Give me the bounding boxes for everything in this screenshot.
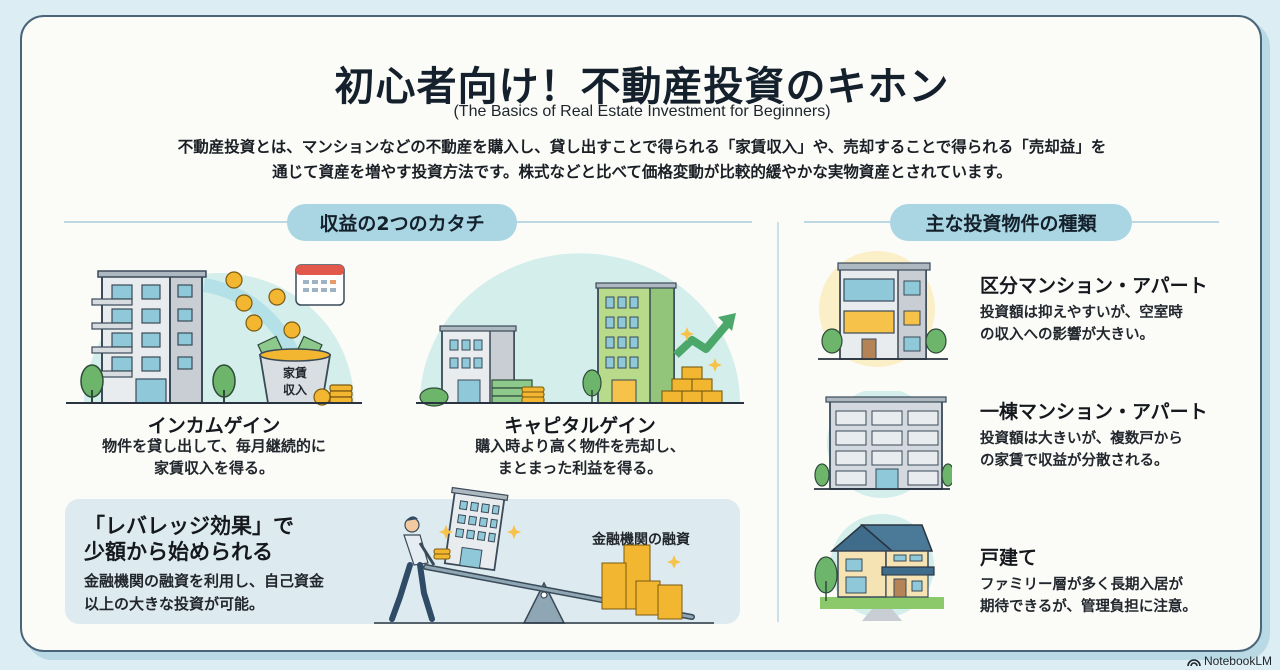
tilted-building-icon: [443, 486, 509, 572]
income-gain-desc-line-1: 物件を貸し出して、毎月継続的に: [102, 437, 326, 455]
leverage-title-line-1: 「レバレッジ効果」で: [84, 514, 294, 538]
property-type-desc-line-2: の家賃で収益が分散される。: [980, 453, 1169, 469]
income-gain-illustration: 家賃 収入: [64, 245, 364, 410]
intro-line-1: 不動産投資とは、マンションなどの不動産を購入し、貸し出すことで得られる「家賃収入…: [177, 138, 1107, 156]
coin-stacks-icon: [601, 544, 683, 620]
property-type-desc-line-2: の収入への影響が大きい。: [980, 327, 1154, 343]
property-type-title: 一棟マンション・アパート: [980, 401, 1208, 423]
section-heading-property-types: 主な投資物件の種類: [890, 204, 1132, 241]
detached-house-icon: [812, 511, 952, 621]
property-type-title: 戸建て: [980, 547, 1038, 569]
capital-gain-title: キャピタルゲイン: [504, 415, 656, 437]
income-gain-desc-line-2: 家賃収入を得る。: [153, 459, 274, 477]
column-divider: [777, 222, 779, 622]
property-type-condo-unit: 区分マンション・アパート 投資額は抑えやすいが、空室時 の収入への影響が大きい。: [980, 271, 1240, 346]
intro-line-2: 通じて資産を増やす投資方法です。株式などと比べて価格変動が比較的緩やかな実物資産…: [272, 163, 1012, 181]
property-type-desc-line-2: 期待できるが、管理負担に注意。: [980, 599, 1197, 615]
capital-gain-illustration: [410, 245, 750, 410]
green-building-icon: [595, 282, 677, 404]
leverage-desc-line-1: 金融機関の融資を利用し、自己資金: [84, 572, 325, 590]
section-heading-revenue: 収益の2つのカタチ: [287, 204, 517, 241]
capital-gain-desc-line-1: 購入時より高く物件を売却し、: [475, 437, 685, 455]
apartment-building-icon: [91, 270, 207, 404]
leverage-illustration: [374, 485, 714, 627]
property-type-desc-line-1: 投資額は大きいが、複数戸から: [980, 431, 1183, 447]
leverage-title-line-2: 少額から始められる: [84, 540, 273, 564]
intro-paragraph: 不動産投資とは、マンションなどの不動産を購入し、貸し出すことで得られる「家賃収入…: [122, 135, 1162, 185]
apartment-block-icon: [812, 391, 952, 503]
money-bucket-icon: 家賃 収入: [257, 335, 332, 404]
seesaw-label: 金融機関の融資: [592, 532, 690, 548]
property-type-apartment-block: 一棟マンション・アパート 投資額は大きいが、複数戸から の家賃で収益が分散される…: [980, 397, 1240, 472]
calendar-icon: [295, 264, 345, 306]
page-subtitle: (The Basics of Real Estate Investment fo…: [453, 103, 831, 120]
svg-text:家賃: 家賃: [283, 365, 307, 380]
infographic-card: 初心者向け！不動産投資のキホン (The Basics of Real Esta…: [20, 15, 1262, 652]
income-gain-title: インカムゲイン: [147, 415, 281, 437]
leverage-text: 「レバレッジ効果」で 少額から始められる 金融機関の融資を利用し、自己資金 以上…: [84, 513, 384, 616]
person-pushing-icon: [389, 516, 436, 622]
property-type-desc-line-1: ファミリー層が多く長期入居が: [980, 577, 1183, 593]
svg-text:収入: 収入: [283, 383, 307, 397]
property-type-title: 区分マンション・アパート: [980, 275, 1208, 297]
office-building-icon: [439, 325, 517, 404]
income-gain-description: 物件を貸し出して、毎月継続的に 家賃収入を得る。: [64, 435, 364, 479]
notebooklm-watermark: NotebookLM: [1187, 654, 1272, 668]
property-type-detached-house: 戸建て ファミリー層が多く長期入居が 期待できるが、管理負担に注意。: [980, 543, 1250, 618]
upward-arrow-icon: [673, 313, 736, 358]
gold-bars-icon: [661, 366, 723, 404]
capital-gain-desc-line-2: まとまった利益を得る。: [497, 459, 663, 477]
brand-label: NotebookLM: [1203, 654, 1272, 668]
capital-gain-description: 購入時より高く物件を売却し、 まとまった利益を得る。: [410, 435, 750, 479]
coins-icon: [225, 271, 301, 339]
notebooklm-logo-icon: [1187, 659, 1201, 667]
page-title: 初心者向け！不動産投資のキホン: [334, 64, 950, 110]
condo-unit-icon: [812, 249, 952, 369]
property-type-desc-line-1: 投資額は抑えやすいが、空室時: [980, 305, 1183, 321]
leverage-desc-line-2: 以上の大きな投資が可能。: [84, 595, 265, 613]
